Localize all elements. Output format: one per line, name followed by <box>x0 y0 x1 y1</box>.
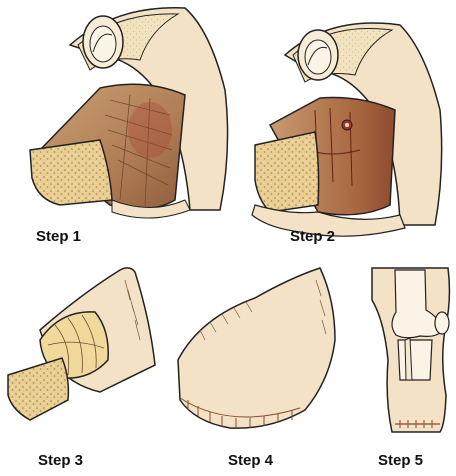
step-5-label: Step 5 <box>378 452 423 469</box>
step-5-illustration <box>372 268 449 432</box>
step-1-label: Step 1 <box>36 228 81 245</box>
step-1-illustration <box>30 8 228 218</box>
step-4-closed-stump <box>178 268 335 428</box>
step-4-illustration <box>178 268 335 428</box>
step-2-label: Step 2 <box>290 228 335 245</box>
step-5-patella <box>435 312 449 334</box>
step-2-ligated-vessel <box>342 120 352 130</box>
step-3-illustration <box>8 268 155 420</box>
step-3-skin-flap <box>8 358 68 420</box>
step-5-tibia-fibula <box>398 338 432 380</box>
step-3-label: Step 3 <box>38 452 83 469</box>
step-2-bone-section <box>255 132 319 212</box>
step-2-vessel-bundle <box>298 30 338 80</box>
step-2-illustration <box>252 23 442 236</box>
step-1-bone-section <box>30 140 112 205</box>
step-1-vessel-bundle <box>83 16 123 68</box>
step-4-label: Step 4 <box>228 452 273 469</box>
